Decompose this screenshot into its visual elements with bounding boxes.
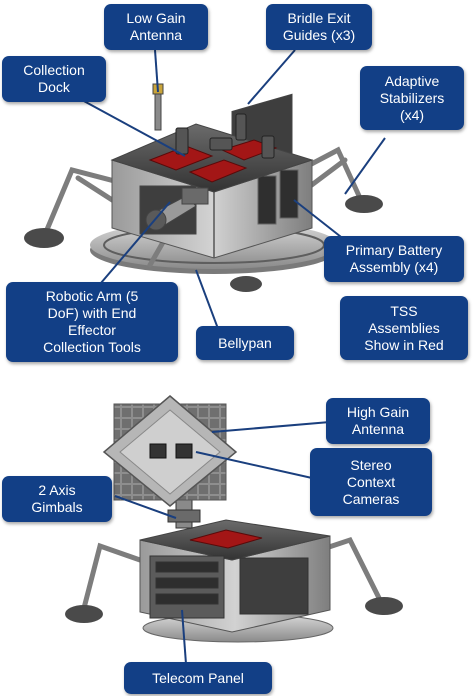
callout-telecom-panel: Telecom Panel (124, 662, 272, 694)
leader-lines-top (81, 49, 386, 335)
footpad (65, 605, 103, 623)
top-lander (24, 83, 383, 292)
stereo-context-cameras (149, 443, 193, 459)
callout-robotic-arm: Robotic Arm (5 DoF) with End Effector Co… (6, 282, 178, 362)
callout-collection-dock: Collection Dock (2, 56, 106, 102)
telecom-panel (149, 555, 225, 619)
high-gain-antenna (102, 395, 238, 507)
callout-high-gain-antenna: High Gain Antenna (326, 398, 430, 444)
callout-adaptive-stabilizers: Adaptive Stabilizers (x4) (360, 66, 464, 130)
callout-bellypan: Bellypan (196, 326, 294, 360)
primary-battery-assembly (257, 169, 299, 225)
callout-two-axis-gimbals: 2 Axis Gimbals (2, 476, 112, 522)
bottom-lander (65, 395, 403, 643)
footpad (230, 276, 262, 292)
lander-top-deck (110, 123, 314, 193)
footpad (345, 195, 383, 213)
callout-tss-assemblies: TSS Assemblies Show in Red (340, 296, 468, 360)
robotic-arm (145, 187, 209, 231)
callout-bridle-exit-guides: Bridle Exit Guides (x3) (266, 4, 372, 50)
footpad (365, 597, 403, 615)
tss-assembly (189, 529, 263, 549)
callout-stereo-context-cameras: Stereo Context Cameras (310, 448, 432, 516)
footpad (24, 228, 64, 248)
two-axis-gimbal (167, 497, 201, 529)
callout-primary-battery-assembly: Primary Battery Assembly (x4) (324, 236, 464, 282)
callout-low-gain-antenna: Low Gain Antenna (104, 4, 208, 50)
leader-lines-bottom (114, 421, 331, 665)
